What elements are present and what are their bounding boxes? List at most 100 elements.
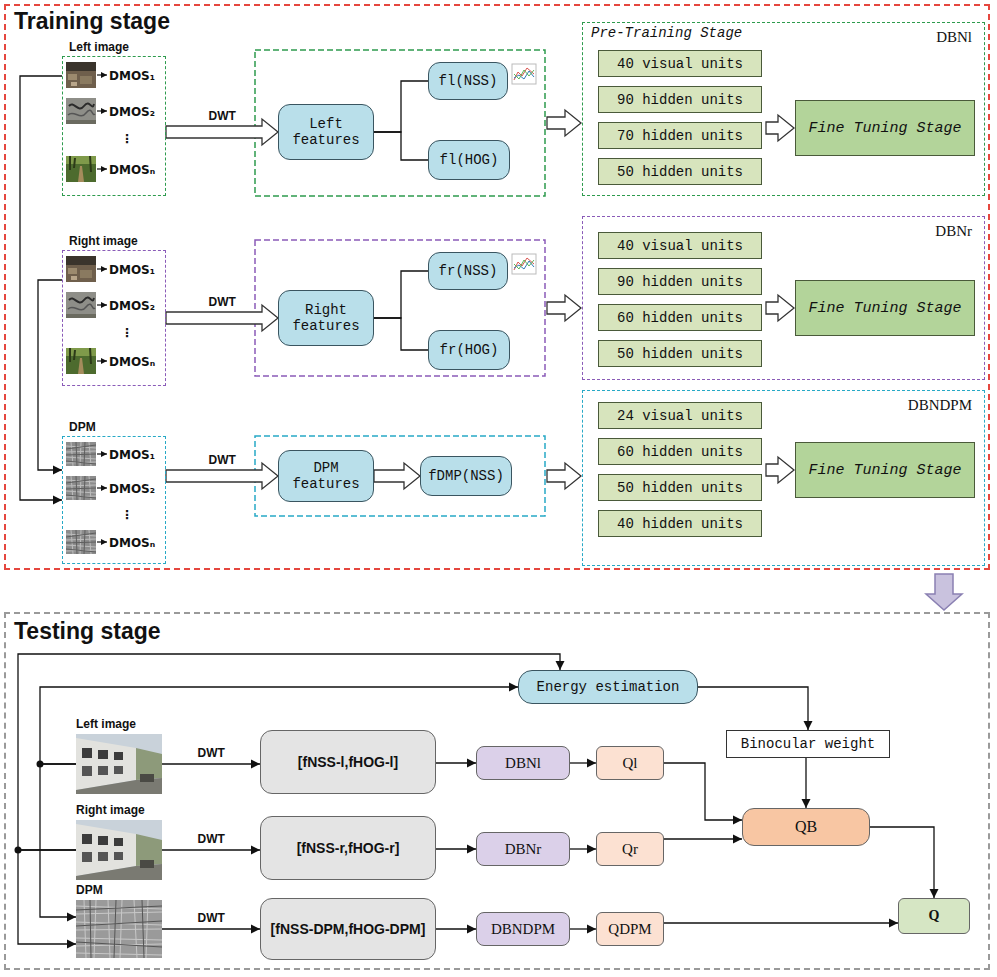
layer-box: 50 hidden units <box>598 158 762 185</box>
thumbnail <box>66 348 96 374</box>
connector <box>374 132 428 160</box>
network-group: DBNr40 visual units90 hidden units60 hid… <box>582 216 985 380</box>
photo <box>76 900 162 958</box>
layer-box: 60 hidden units <box>598 438 762 465</box>
feature-box: fDMP(NSS) <box>420 456 512 496</box>
connector <box>38 280 62 475</box>
node-label: 60 hidden units <box>617 310 743 326</box>
node-label: Right features <box>284 302 368 334</box>
connector <box>40 764 76 922</box>
layer-box: 50 hidden units <box>598 340 762 367</box>
connector <box>570 759 596 768</box>
node-label: DPM <box>69 420 96 434</box>
node-label: DMOS₂ <box>109 105 155 119</box>
connector <box>18 850 76 949</box>
node-label: 24 visual units <box>617 408 743 424</box>
stage-box: Fine Tuning Stage <box>795 280 975 336</box>
node-label: Fine Tuning Stage <box>808 300 961 317</box>
network-box: DBNr <box>476 832 570 866</box>
node-label: QB <box>795 818 817 836</box>
connector <box>664 919 898 928</box>
arrowhead <box>251 925 260 934</box>
score-box: QB <box>742 808 870 846</box>
chart-icon <box>512 254 536 274</box>
connector <box>664 763 742 825</box>
thumbnail <box>66 292 96 318</box>
score-box: Ql <box>596 746 664 780</box>
node-label: fr(HOG) <box>440 342 499 358</box>
feature-box: fl(NSS) <box>428 62 508 100</box>
layer-box: 40 visual units <box>598 232 762 259</box>
layer-box: 50 hidden units <box>598 474 762 501</box>
node-label: fl(NSS) <box>439 73 498 89</box>
edge-label: DWT <box>207 453 238 467</box>
connector <box>162 760 260 769</box>
connector <box>870 827 939 898</box>
image-input: DPM <box>76 900 162 958</box>
connector <box>374 81 428 132</box>
node-label: ⋮ <box>121 132 133 146</box>
node-label: DPM features <box>284 460 368 492</box>
process-box: Energy estimation <box>518 670 698 704</box>
node-label: DBNr <box>505 841 542 858</box>
node-label: Training stage <box>14 8 170 35</box>
node-label: 90 hidden units <box>617 92 743 108</box>
node-label: 60 hidden units <box>617 444 743 460</box>
connector <box>162 846 260 855</box>
node-label: DMOS₂ <box>109 299 155 313</box>
feature-vector: [fNSS-l,fHOG-l] <box>260 730 436 794</box>
arrowhead <box>53 496 62 505</box>
node-label: Right image <box>76 803 145 817</box>
thumbnail-arrows <box>97 75 107 542</box>
connector <box>802 758 811 808</box>
connector <box>162 925 260 934</box>
node-label: 40 visual units <box>617 238 743 254</box>
arrowhead <box>587 759 596 768</box>
feature-vector: [fNSS-DPM,fHOG-DPM] <box>260 898 436 960</box>
node-label: fr(NSS) <box>439 263 498 279</box>
node-label: QDPM <box>608 921 651 938</box>
connector <box>698 687 813 730</box>
node-label: DMOSₙ <box>109 355 155 369</box>
stage-box: Fine Tuning Stage <box>795 442 975 498</box>
chart-icon <box>512 64 536 84</box>
network-group: DBNDPM 24 visual units 60 hidden units 50 h… <box>582 390 985 566</box>
arrowhead <box>251 846 260 855</box>
feature-group <box>255 240 545 376</box>
arrowhead <box>587 845 596 854</box>
layer-box: 40 visual units <box>598 50 762 77</box>
node-label: [fNSS-DPM,fHOG-DPM] <box>271 921 426 937</box>
node-label: Qr <box>622 841 638 858</box>
node-label: Left image <box>76 717 136 731</box>
node-label: Pre-Training Stage <box>591 25 742 41</box>
feature-group <box>255 436 545 516</box>
node-label: [fNSS-l,fHOG-l] <box>298 754 398 770</box>
arrowhead <box>467 925 476 934</box>
node-label: DBNDPM <box>908 397 972 414</box>
node-label: DMOS₁ <box>109 263 155 277</box>
thumbnail <box>66 476 96 500</box>
layer-box: 70 hidden units <box>598 122 762 149</box>
photo <box>76 734 162 794</box>
network-group: Pre-Training StageDBNl40 visual units90 … <box>582 22 985 196</box>
node-label: DMOSₙ <box>109 536 155 550</box>
node-label: DMOS₁ <box>109 448 155 462</box>
stage-panel: Testing stageEnergy estimationBinocular … <box>4 612 990 970</box>
arrowhead <box>802 799 811 808</box>
node-label: Left features <box>284 116 368 148</box>
score-box: Q <box>898 898 970 934</box>
arrowhead <box>67 913 76 922</box>
edge-label: DWT <box>207 109 238 123</box>
arrowhead <box>509 683 518 692</box>
feature-vector: [fNSS-r,fHOG-r] <box>260 816 436 880</box>
arrowhead <box>467 759 476 768</box>
edge-label: DWT <box>207 295 238 309</box>
node-label: Left image <box>69 40 129 54</box>
connector <box>570 925 596 934</box>
score-box: QDPM <box>596 912 664 946</box>
connector <box>374 271 428 318</box>
score-box: Qr <box>596 832 664 866</box>
stage-box: Fine Tuning Stage <box>795 100 975 156</box>
process-box: Binocular weight <box>726 730 890 758</box>
image-set: DPMDMOS₁DMOS₂⋮DMOSₙ <box>62 436 166 564</box>
